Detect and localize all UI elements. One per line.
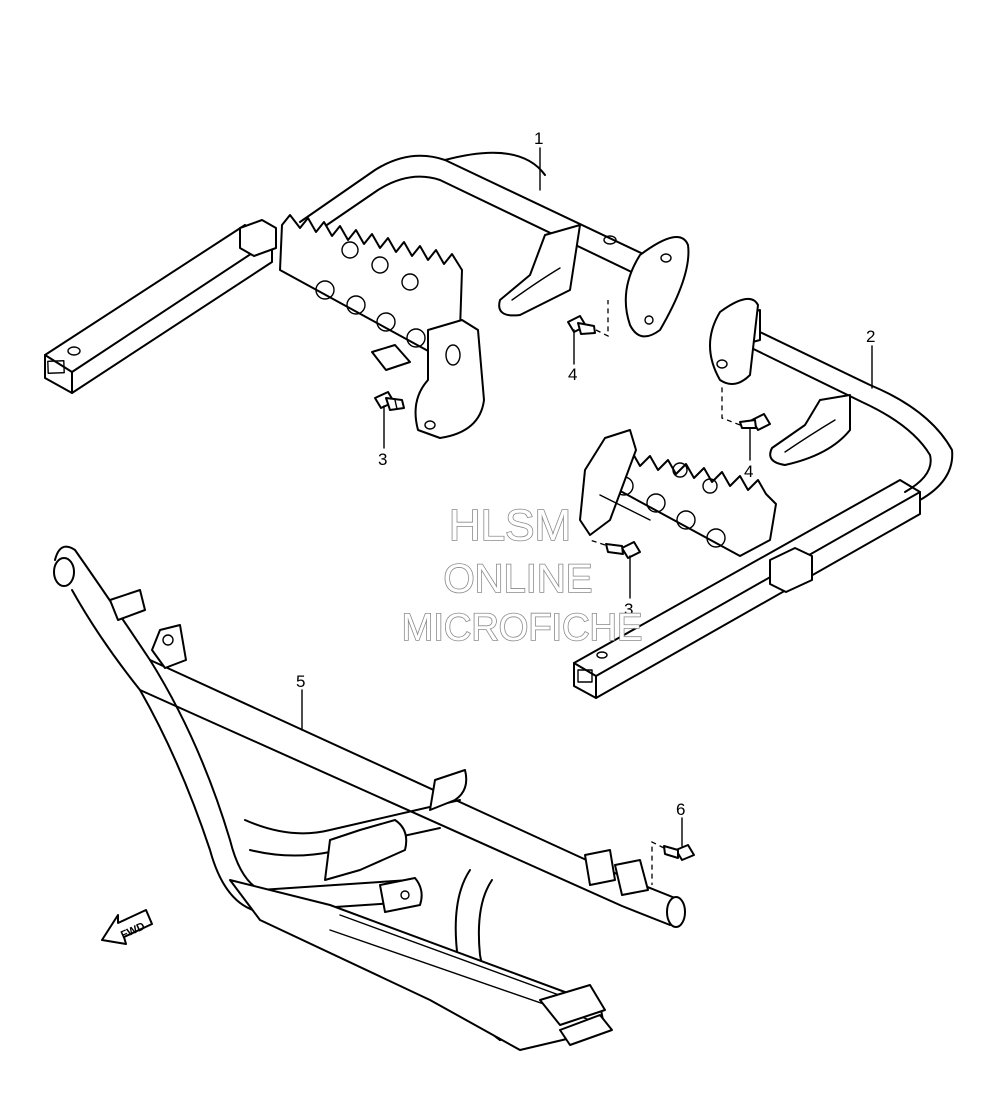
part-5-front-guard — [53, 545, 686, 1051]
callout-4-left: 4 — [568, 365, 577, 384]
callout-6: 6 — [676, 800, 685, 819]
alignment-line-6 — [651, 840, 665, 885]
alignment-line-3-right — [589, 539, 606, 546]
watermark-line-1: HLSM — [449, 501, 571, 550]
callout-2: 2 — [866, 327, 875, 346]
watermark-line-3: MICROFICHE — [402, 607, 643, 649]
part-2-footrest-bracket-right — [573, 297, 954, 699]
callout-3-left: 3 — [378, 450, 387, 469]
bolt-4-left — [567, 315, 596, 335]
forward-arrow-icon: FWD — [101, 909, 153, 945]
alignment-line-4-left — [595, 300, 609, 338]
bolt-4-right — [739, 413, 771, 431]
callout-3-right: 3 — [624, 600, 633, 619]
callout-1: 1 — [534, 129, 543, 148]
part-1-footrest-bracket-left — [44, 151, 690, 439]
bolt-6 — [663, 844, 695, 861]
watermark-line-2: ONLINE — [444, 557, 593, 601]
alignment-line-4-right — [721, 385, 741, 426]
bolt-3-right — [605, 541, 641, 559]
callout-4-right: 4 — [744, 462, 753, 481]
bolt-3-left — [374, 391, 405, 411]
callout-5: 5 — [296, 672, 305, 691]
